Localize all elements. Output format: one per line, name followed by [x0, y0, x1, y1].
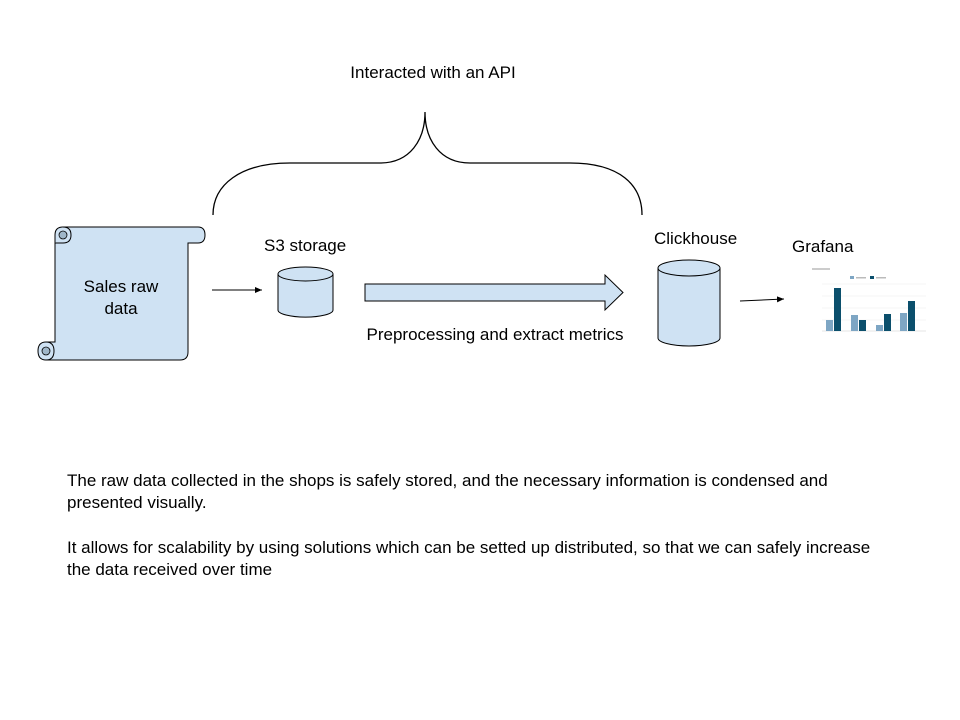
grafana-label: Grafana: [792, 237, 854, 256]
process-label: Preprocessing and extract metrics: [367, 325, 624, 344]
source-label-line1: Sales raw: [84, 277, 159, 296]
brace-label: Interacted with an API: [350, 63, 515, 82]
source-label-line2: data: [104, 299, 138, 318]
bar-chart-thumbnail: [808, 266, 928, 334]
description-paragraph-1: The raw data collected in the shops is s…: [67, 471, 828, 512]
s3-label: S3 storage: [264, 236, 346, 255]
process-block-arrow: [364, 273, 624, 312]
arrow-clickhouse-to-grafana: [739, 296, 785, 303]
s3-cylinder-icon: [277, 266, 334, 318]
clickhouse-label: Clickhouse: [654, 229, 737, 248]
description-paragraph-2: It allows for scalability by using solut…: [67, 538, 871, 579]
curly-brace: [212, 111, 643, 216]
clickhouse-cylinder-icon: [657, 259, 721, 347]
scroll-icon: [37, 226, 206, 361]
